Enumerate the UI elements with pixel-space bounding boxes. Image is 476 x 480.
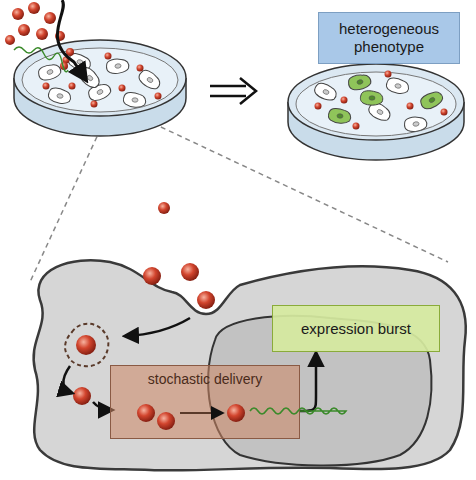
nanoparticle — [158, 202, 170, 214]
transport-arrow — [180, 412, 222, 414]
nanoparticle — [385, 71, 392, 78]
cell — [328, 108, 352, 124]
nanoparticle — [181, 263, 199, 281]
nanoparticle — [155, 93, 162, 100]
cell — [37, 62, 63, 83]
cell — [403, 115, 428, 133]
nanoparticle — [91, 101, 98, 108]
nanoparticle — [353, 123, 360, 130]
cell — [105, 57, 130, 75]
cell — [123, 92, 147, 108]
flow-arrow — [300, 353, 316, 411]
nanoparticle — [157, 412, 175, 430]
nanoparticle — [137, 404, 155, 422]
petri-dish — [288, 64, 464, 160]
nanoparticle — [69, 83, 76, 90]
nanoparticle — [143, 267, 161, 285]
node-label: expression burst — [279, 320, 433, 338]
nanoparticle — [197, 291, 215, 309]
cell — [77, 65, 103, 90]
uptake-arrow — [125, 318, 190, 336]
nanoparticle — [315, 103, 322, 110]
process-box: stochastic delivery — [110, 365, 300, 439]
process-box: expression burst — [272, 305, 440, 352]
nanoparticle — [227, 404, 245, 422]
cell — [313, 81, 339, 102]
mrna-strand — [250, 408, 346, 414]
nanoparticle — [137, 65, 144, 72]
nanoparticle — [43, 83, 50, 90]
node-label: heterogeneous phenotype — [325, 20, 453, 56]
nanoparticle — [76, 335, 96, 355]
nanoparticle — [441, 109, 448, 116]
transition-arrow — [210, 78, 256, 104]
nanoparticle — [341, 97, 348, 104]
petri-dish — [14, 40, 186, 136]
cell — [360, 91, 382, 105]
nanoparticle — [73, 387, 91, 405]
cell — [347, 72, 372, 92]
cell — [418, 88, 445, 112]
cell — [47, 87, 72, 105]
label-box: heterogeneous phenotype — [318, 12, 460, 64]
nanoparticle-cluster — [5, 2, 74, 70]
cell-membrane — [34, 260, 466, 470]
cell — [385, 77, 410, 95]
nanoparticle — [407, 103, 414, 110]
nanoparticle — [105, 53, 112, 60]
endosome — [65, 324, 108, 367]
escape-arrow — [63, 366, 72, 393]
nanoparticle — [119, 85, 126, 92]
node-label: stochastic delivery — [116, 371, 294, 388]
addition-arrow — [57, 0, 86, 80]
mrna-strand — [14, 47, 68, 72]
